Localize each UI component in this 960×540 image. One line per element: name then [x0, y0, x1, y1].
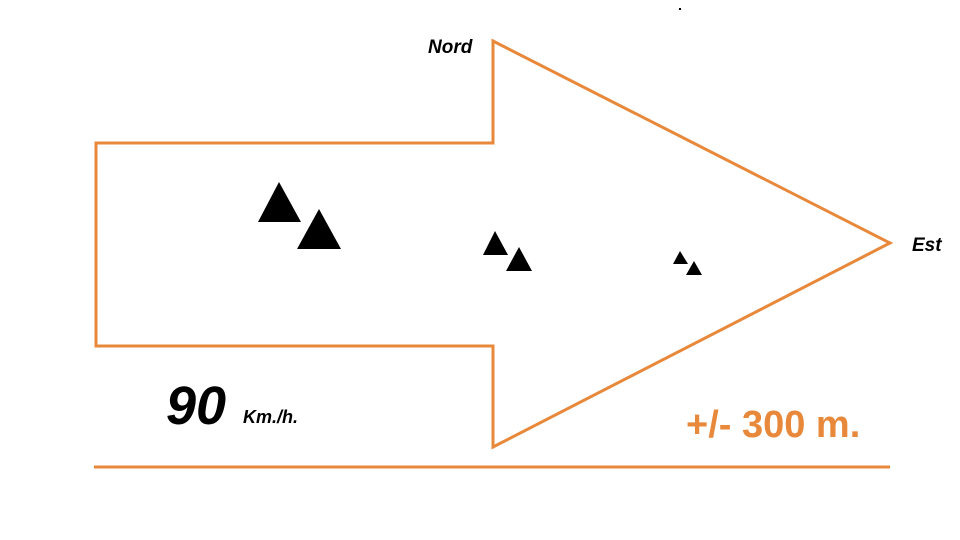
mountain-marker	[673, 251, 688, 264]
mountain-group-small	[673, 251, 702, 275]
mountain-group-large	[258, 182, 341, 249]
east-label: Est	[912, 235, 942, 256]
speed-value: 90	[166, 376, 227, 436]
mountain-marker	[258, 182, 301, 222]
north-label: Nord	[428, 37, 473, 58]
mountain-marker	[686, 261, 702, 275]
range-label: +/- 300 m.	[686, 404, 861, 446]
direction-arrow	[94, 38, 894, 450]
speck	[679, 8, 681, 10]
mountain-marker	[297, 209, 341, 249]
speed-unit: Km./h.	[243, 407, 299, 427]
mountain-marker	[483, 231, 508, 255]
mountain-group-medium	[483, 231, 532, 271]
mountain-marker	[506, 247, 532, 271]
